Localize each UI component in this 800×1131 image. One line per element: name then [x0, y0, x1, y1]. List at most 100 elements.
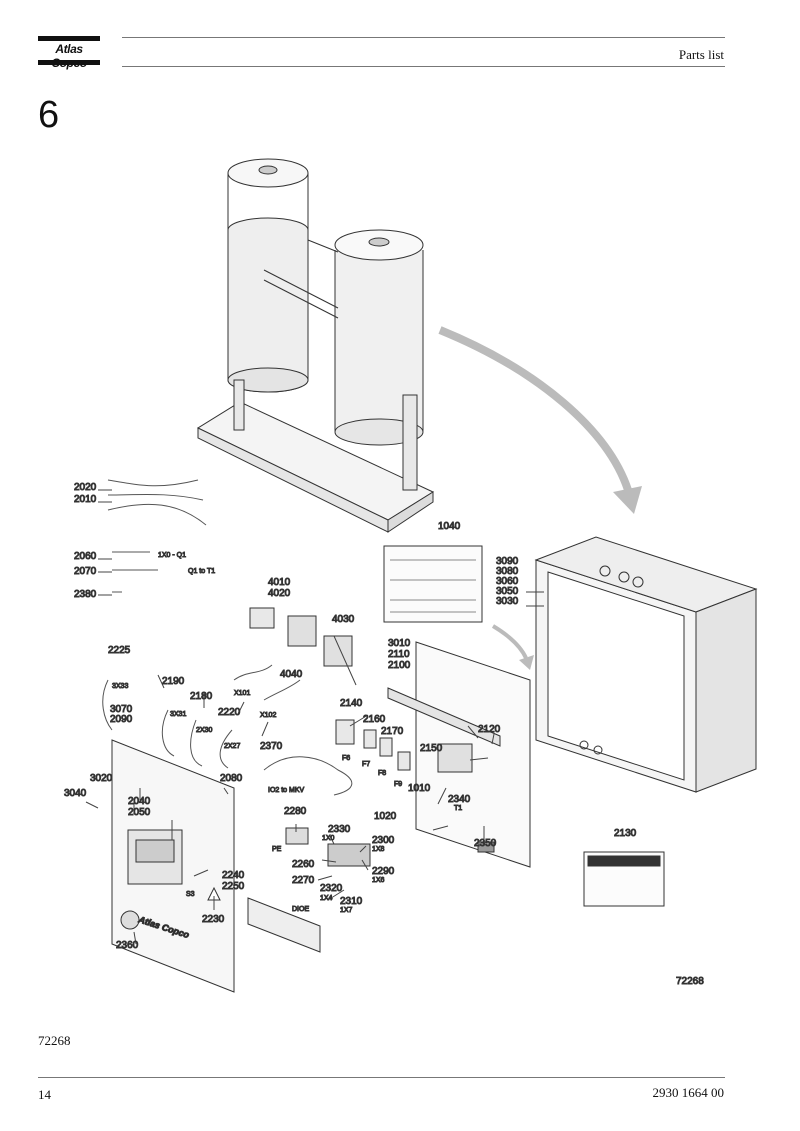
dioe-module-rail [247, 897, 321, 953]
callout-2140: 2140 [340, 698, 363, 709]
label-3x31: 3X31 [170, 711, 186, 718]
callout-3060: 3060 [496, 576, 519, 587]
callout-2270: 2270 [292, 875, 315, 886]
callout-2230: 2230 [202, 914, 225, 925]
callout-3050: 3050 [496, 586, 519, 597]
logo-bar-top [38, 36, 100, 41]
callout-3090: 3090 [496, 556, 519, 567]
label-f9: F9 [394, 781, 402, 788]
callout-2080: 2080 [220, 773, 243, 784]
callout-2240: 2240 [222, 870, 245, 881]
callout-3040: 3040 [64, 788, 87, 799]
atlas-copco-logo: Atlas Copco [38, 36, 100, 70]
callout-2170: 2170 [381, 726, 404, 737]
callout-2110: 2110 [388, 649, 410, 660]
vessel-assembly [196, 158, 435, 533]
callout-2330: 2330 [328, 824, 351, 835]
label-2x27: 2X27 [224, 743, 240, 750]
header-rule-bottom [122, 66, 725, 67]
section-number: 6 [38, 94, 60, 136]
callout-2050: 2050 [128, 807, 151, 818]
label-3x33: 3X33 [112, 683, 128, 690]
label-1x0: 1X0 [322, 835, 335, 842]
label-x102: X102 [260, 712, 276, 719]
callout-4030: 4030 [332, 614, 355, 625]
callout-2100: 2100 [388, 660, 411, 671]
figure-id: 72268 [676, 976, 704, 987]
contactor-4040 [287, 615, 317, 647]
callout-2220: 2220 [218, 707, 241, 718]
page-number: 14 [38, 1087, 51, 1102]
label-pe: PE [272, 846, 282, 853]
explode-arrow-cabinet [438, 326, 632, 492]
callout-1010: 1010 [408, 783, 431, 794]
vent-grille-2350 [477, 841, 495, 853]
contactor-4030 [323, 635, 353, 667]
fuse-f6 [335, 719, 355, 745]
callout-2280: 2280 [284, 806, 307, 817]
callout-1020: 1020 [374, 811, 397, 822]
callout-3020: 3020 [90, 773, 113, 784]
callout-4040: 4040 [280, 669, 303, 680]
callout-2260: 2260 [292, 859, 315, 870]
exploded-parts-figure: 2020 2010 2060 2070 2380 1040 3090 3080 … [38, 140, 762, 998]
label-q1-to-t1: Q1 to T1 [188, 568, 215, 575]
label-2x30: 2X30 [196, 727, 212, 734]
callout-2290: 2290 [372, 866, 395, 877]
label-t1: T1 [454, 805, 462, 812]
tank-left [227, 217, 309, 393]
callout-2180: 2180 [190, 691, 213, 702]
callout-2350: 2350 [474, 838, 497, 849]
callout-2090: 2090 [110, 714, 133, 725]
header-rule-top [122, 37, 725, 38]
logo-wordmark: Atlas Copco [51, 42, 87, 70]
relay-4010 [249, 607, 275, 629]
label-1x6: 1X6 [372, 877, 385, 884]
label-f8: F8 [378, 770, 386, 777]
terminal-block-pe [285, 827, 309, 845]
fuse-f7 [363, 729, 377, 749]
document-number: 2930 1664 00 [652, 1085, 725, 1100]
callout-3030: 3030 [496, 596, 519, 607]
callout-2300: 2300 [372, 835, 395, 846]
callout-2340: 2340 [448, 794, 471, 805]
callout-2150: 2150 [420, 743, 443, 754]
logo-bar-bottom [38, 60, 100, 65]
cable-harness [107, 479, 207, 526]
callout-3070: 3070 [110, 704, 133, 715]
callout-3080: 3080 [496, 566, 519, 577]
label-io2-to-mkv: IO2 to MKV [268, 787, 305, 794]
callout-3010: 3010 [388, 638, 411, 649]
panel-seal [120, 910, 140, 930]
callout-2360: 2360 [116, 940, 139, 951]
figure-caption: 72268 [38, 1033, 71, 1048]
callout-2250: 2250 [222, 881, 245, 892]
label-1x0-q1: 1X0 - Q1 [158, 552, 186, 559]
label-f7: F7 [362, 761, 370, 768]
callout-4010: 4010 [268, 577, 291, 588]
callout-1040: 1040 [438, 521, 461, 532]
callout-2060: 2060 [74, 551, 97, 562]
label-sheet-1040 [383, 545, 483, 623]
terminal-block-1x4 [327, 843, 371, 867]
footer-rule [38, 1077, 725, 1078]
label-1x4: 1X4 [320, 895, 333, 902]
callout-2225: 2225 [108, 645, 131, 656]
label-dioe: DIOE [292, 906, 309, 913]
label-f6: F6 [342, 755, 350, 762]
callout-2040: 2040 [128, 796, 151, 807]
callout-2010: 2010 [74, 494, 97, 505]
label-1x8: 1X8 [372, 846, 385, 853]
callout-4020: 4020 [268, 588, 291, 599]
mounting-plate [415, 641, 531, 868]
callout-2370: 2370 [260, 741, 283, 752]
fuse-f8 [379, 737, 393, 757]
label-1x7: 1X7 [340, 907, 353, 914]
sensor-cables [102, 679, 233, 769]
callout-2020: 2020 [74, 482, 97, 493]
label-x101: X101 [234, 690, 250, 697]
cable-io2 [263, 756, 353, 796]
header-title: Parts list [678, 47, 724, 62]
callout-2310: 2310 [340, 896, 363, 907]
callout-2130: 2130 [614, 828, 637, 839]
